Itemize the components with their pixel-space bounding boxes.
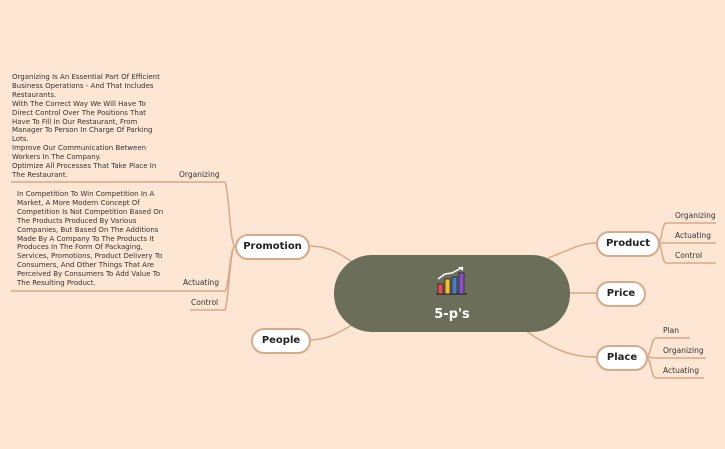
node-price-label: Price: [606, 288, 636, 299]
promotion-child-actuating[interactable]: Actuating: [183, 278, 219, 287]
product-child-organizing[interactable]: Organizing: [675, 211, 716, 220]
connector-promotion: [307, 245, 353, 263]
node-place-label: Place: [606, 352, 638, 363]
node-people-label: People: [261, 335, 301, 346]
place-child-actuating[interactable]: Actuating: [663, 366, 699, 375]
place-child-organizing[interactable]: Organizing: [663, 346, 704, 355]
node-promotion[interactable]: Promotion: [235, 234, 310, 260]
product-child-actuating[interactable]: Actuating: [675, 231, 711, 240]
bar-chart-growth-icon: [436, 266, 467, 295]
central-topic[interactable]: 5-p's: [334, 255, 570, 332]
place-child-plan[interactable]: Plan: [663, 326, 679, 335]
node-product[interactable]: Product: [596, 231, 660, 257]
node-promotion-label: Promotion: [243, 241, 302, 252]
node-product-label: Product: [605, 238, 651, 249]
node-people[interactable]: People: [251, 328, 311, 354]
promotion-child-organizing[interactable]: Organizing: [179, 170, 220, 179]
connector-place: [524, 329, 597, 358]
central-title: 5-p's: [434, 307, 470, 322]
connector-people: [308, 324, 353, 341]
node-place[interactable]: Place: [596, 345, 648, 371]
promotion-actuating-note: In Competition To Win Competition In A M…: [17, 190, 164, 288]
promotion-organizing-note: Organizing Is An Essential Part Of Effic…: [12, 73, 160, 179]
product-child-control[interactable]: Control: [675, 251, 703, 260]
node-price[interactable]: Price: [596, 281, 646, 307]
connector-product: [547, 242, 597, 259]
promotion-child-control[interactable]: Control: [191, 298, 219, 307]
